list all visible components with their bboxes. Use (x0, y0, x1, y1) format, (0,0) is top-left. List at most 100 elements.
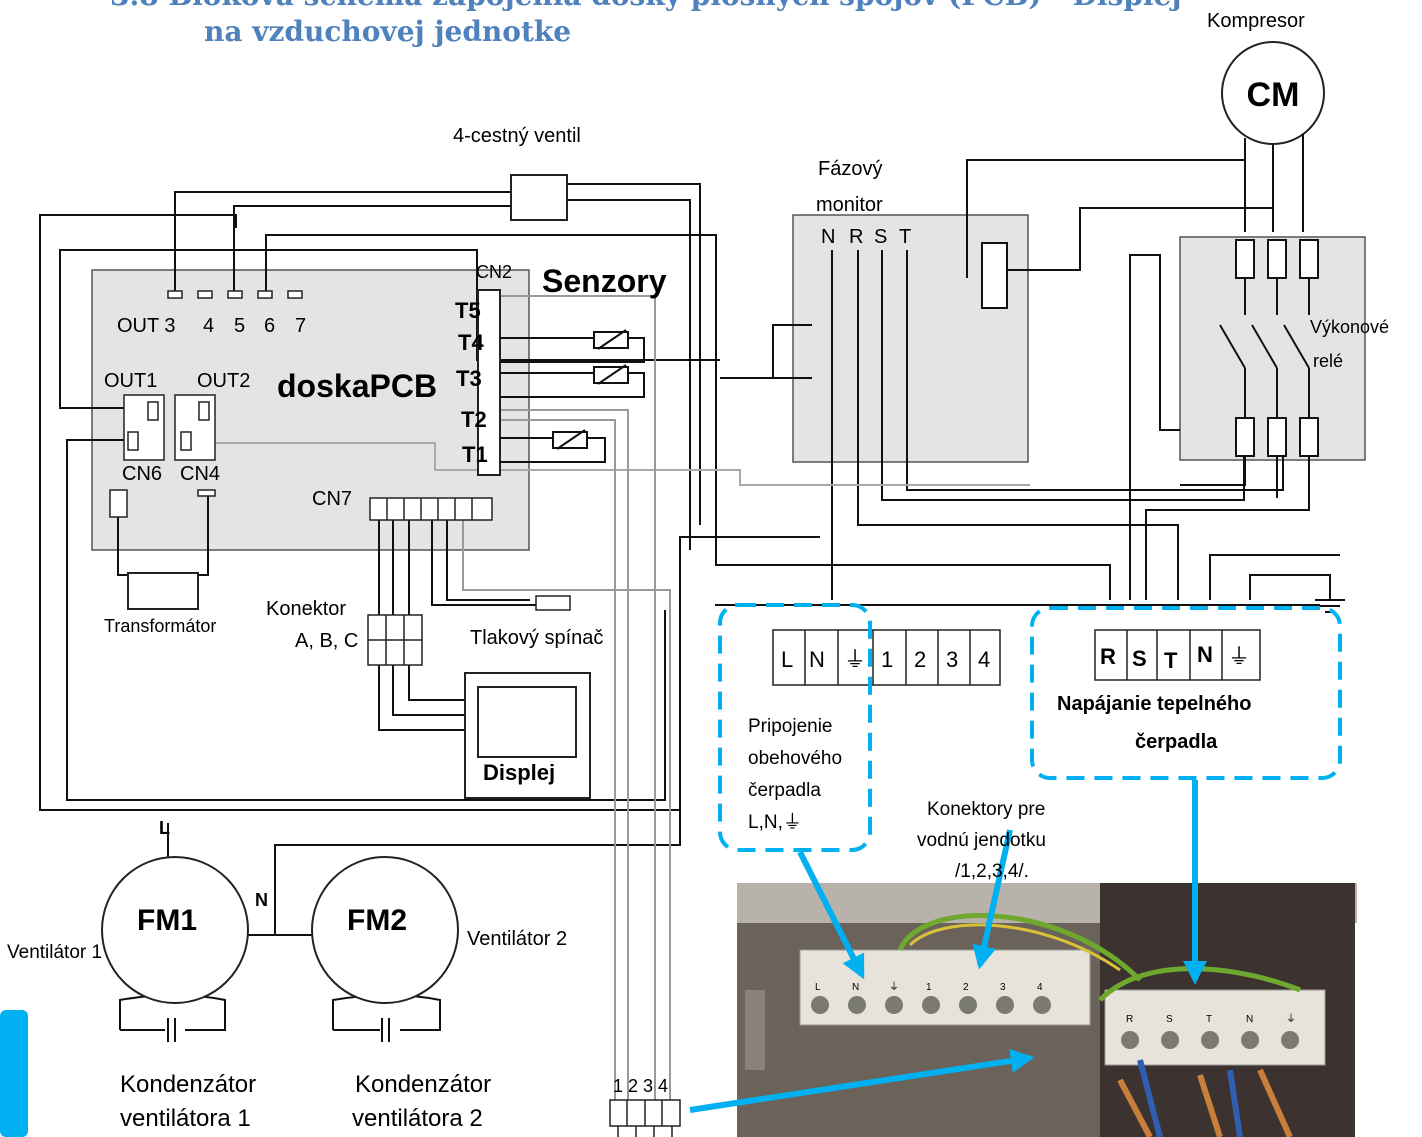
compressor-cm-label: CM (1247, 76, 1300, 114)
connector-label-1: Konektor (266, 598, 346, 620)
valve-label: 4-cestný ventil (453, 125, 581, 147)
sensor-t3: T3 (456, 366, 482, 391)
terminal-left-3: 3 (946, 647, 958, 672)
photo-right-label-1: S (1166, 1014, 1173, 1025)
terminal-photo: L N ⏚ 1 2 3 4 R S T N ⏚ (737, 883, 1357, 1137)
photo-right-label-3: N (1246, 1014, 1253, 1025)
terminal-right-ground: ⏚ (1228, 644, 1250, 669)
phase-monitor-label-2: monitor (816, 194, 883, 216)
heatpump-supply-line-1: Napájanie tepelného (1057, 693, 1252, 715)
out2-label: OUT2 (197, 370, 250, 392)
wires (39, 134, 1345, 1042)
heading-line-1: 3.8 Bloková schéma zapojenia dosky plošn… (110, 0, 1181, 12)
heatpump-supply-line-2: čerpadla (1135, 731, 1218, 753)
connector-abc (367, 614, 423, 666)
out-5-label: 5 (234, 315, 245, 337)
fan-2-id: FM2 (347, 904, 407, 937)
out-7-label: 7 (295, 315, 306, 337)
terminal-block-left (772, 629, 1001, 686)
sensor-wires (462, 295, 671, 1100)
photo-left-label-2: ⏚ (889, 981, 899, 993)
photo-right-label-4: ⏚ (1286, 1013, 1296, 1025)
side-tab (0, 1010, 28, 1137)
water-connectors-line-3: /1,2,3,4/. (955, 861, 1029, 882)
fan-1-symbol (101, 856, 249, 1004)
display-label: Displej (483, 760, 555, 785)
relay-blocks (109, 394, 216, 518)
fan-2-label: Ventilátor 2 (467, 928, 567, 950)
out-pins (167, 290, 303, 299)
cn7-connector (369, 497, 493, 521)
phase-terminal-t: T (899, 226, 911, 248)
pressure-switch (535, 595, 571, 611)
cn7-label: CN7 (312, 488, 352, 510)
compressor-label: Kompresor (1207, 10, 1305, 32)
out-4-label: 4 (203, 315, 214, 337)
display-screen (477, 686, 577, 758)
photo-left-label-6: 4 (1037, 982, 1043, 993)
cn4-label: CN4 (180, 463, 220, 485)
bottom-connector-label: 1 2 3 4 (613, 1076, 668, 1096)
photo-left-label-5: 3 (1000, 982, 1006, 993)
capacitor-2-line-1: Kondenzátor (355, 1071, 491, 1098)
photo-right-label-0: R (1126, 1014, 1133, 1025)
terminal-right-t: T (1164, 648, 1178, 673)
capacitor-2-line-2: ventilátora 2 (352, 1105, 483, 1132)
terminal-right-s: S (1132, 646, 1147, 671)
pump-connection-line-3: čerpadla (748, 780, 821, 801)
phase-terminal-n: N (821, 226, 835, 248)
out-6-label: 6 (264, 315, 275, 337)
transformer-label: Transformátor (104, 616, 216, 636)
sensor-t5: T5 (455, 298, 481, 323)
capacitor-1-line-1: Kondenzátor (120, 1071, 256, 1098)
sensor-t2: T2 (461, 407, 487, 432)
pump-connection-highlight (718, 603, 872, 852)
cn2-label: CN2 (476, 262, 512, 282)
connector-label-2: A, B, C (295, 630, 358, 652)
pressure-switch-label: Tlakový spínač (470, 627, 603, 649)
sensors-title: Senzory (542, 263, 667, 299)
sensor-loops (500, 329, 645, 463)
water-connectors-line-2: vodnú jendotku (917, 830, 1046, 851)
power-relay-label-1: Výkonové (1310, 317, 1389, 337)
terminal-block-right (1094, 629, 1261, 681)
capacitor-1-line-2: ventilátora 1 (120, 1105, 251, 1132)
pcb-name: doskaPCB (277, 368, 437, 404)
cn6-label: CN6 (122, 463, 162, 485)
callout-arrows (689, 780, 1207, 1113)
fan-1-label: Ventilátor 1 (7, 942, 102, 963)
out1-label: OUT1 (104, 370, 157, 392)
page-heading: 3.8 Bloková schéma zapojenia dosky plošn… (110, 0, 1181, 50)
four-way-valve (510, 174, 568, 221)
terminal-left-ground: ⏚ (844, 647, 866, 672)
power-relay-label-2: relé (1313, 351, 1343, 371)
photo-left-label-1: N (852, 982, 859, 993)
terminal-right-r: R (1100, 644, 1116, 669)
terminal-right-n: N (1197, 642, 1213, 667)
pump-connection-line-1: Pripojenie (748, 716, 833, 737)
water-connectors-line-1: Konektory pre (927, 799, 1045, 820)
phase-monitor-label-1: Fázový (818, 158, 882, 180)
fan-1-id: FM1 (137, 904, 197, 937)
pump-connection-line-4: L,N,⏚ (748, 812, 802, 833)
terminal-left-l: L (781, 647, 793, 672)
fan-l-label: L (159, 818, 170, 838)
sensor-t1: T1 (462, 442, 488, 467)
cn2-connector (477, 289, 501, 476)
heading-line-2: na vzduchovej jednotke (204, 15, 572, 48)
bottom-connector (609, 1099, 681, 1137)
sensor-t4: T4 (458, 330, 484, 355)
terminal-left-1: 1 (881, 647, 893, 672)
photo-right-label-2: T (1206, 1014, 1212, 1025)
terminal-left-n: N (809, 647, 825, 672)
pump-connection-line-2: obehového (748, 748, 842, 769)
fan-n-label: N (255, 890, 268, 910)
transformer (127, 572, 199, 610)
photo-left-label-0: L (815, 982, 821, 993)
photo-left-label-4: 2 (963, 982, 969, 993)
photo-left-label-3: 1 (926, 982, 932, 993)
out-3-label: OUT 3 (117, 315, 176, 337)
phase-terminal-s: S (874, 226, 887, 248)
fan-2-symbol (311, 856, 459, 1004)
